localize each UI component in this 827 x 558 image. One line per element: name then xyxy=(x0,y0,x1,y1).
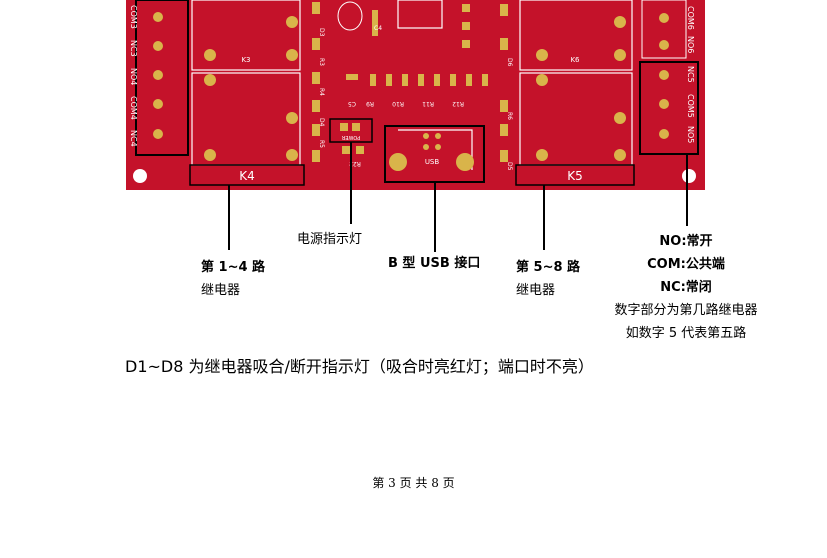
term-no4: NO4 xyxy=(129,68,138,85)
mount-hole-right xyxy=(682,169,696,183)
right-terminal-top xyxy=(641,0,687,59)
pcb-board-image: COM3 NC3 NO4 COM4 NC4 K3 K4 D3 R3 R4 D4 … xyxy=(126,0,705,190)
term-com3: COM3 xyxy=(129,5,138,29)
label-relays-1-4-line2: 继电器 xyxy=(201,283,241,298)
pcb-board xyxy=(126,0,705,190)
leader-usb xyxy=(434,182,436,252)
label-relays-1-4: 第 1~4 路 继电器 xyxy=(201,256,265,302)
leader-terminals xyxy=(686,154,688,226)
svg-text:R10: R10 xyxy=(392,100,404,107)
label-usb-port: B 型 USB 接口 xyxy=(388,256,481,271)
term-com5: COM5 xyxy=(686,94,695,118)
svg-text:R12: R12 xyxy=(452,100,464,107)
relay-k6-silk: K6 xyxy=(570,56,580,64)
power-silk: POWER xyxy=(341,134,360,140)
relay-k4-label-box xyxy=(189,164,305,186)
term-com6: COM6 xyxy=(686,6,695,30)
term-com4: COM4 xyxy=(129,96,138,120)
svg-text:R6: R6 xyxy=(506,112,513,120)
led-indicator-note: D1~D8 为继电器吸合/断开指示灯（吸合时亮红灯；端口时不亮） xyxy=(125,357,594,376)
legend-note1: 数字部分为第几路继电器 xyxy=(614,303,758,318)
usb-silk: USB xyxy=(425,158,440,166)
relay-k5-label-box xyxy=(515,164,635,186)
svg-text:C4: C4 xyxy=(374,25,382,32)
svg-text:R5: R5 xyxy=(318,140,325,148)
left-terminal-pads xyxy=(153,12,163,139)
svg-text:R11: R11 xyxy=(422,100,434,107)
leader-power-led xyxy=(350,142,352,224)
relay-k6-outline xyxy=(519,0,633,71)
svg-text:R3: R3 xyxy=(318,58,325,66)
page-footer: 第 3 页 共 8 页 xyxy=(372,476,455,490)
svg-text:D3: D3 xyxy=(318,28,325,37)
legend-com: COM:公共端 xyxy=(647,257,725,272)
chip xyxy=(397,0,443,29)
terminal-legend: NO:常开 COM:公共端 NC:常闭 数字部分为第几路继电器 如数字 5 代表… xyxy=(586,230,786,345)
legend-nc: NC:常闭 xyxy=(660,280,712,295)
term-nc5: NC5 xyxy=(686,66,695,83)
svg-text:R22: R22 xyxy=(349,160,361,167)
label-power-led: 电源指示灯 xyxy=(297,232,363,247)
mount-hole-left xyxy=(133,169,147,183)
svg-text:D5: D5 xyxy=(506,162,513,171)
svg-text:D4: D4 xyxy=(318,118,325,127)
svg-text:R4: R4 xyxy=(318,88,325,96)
leader-relays-1-4 xyxy=(228,185,230,250)
right-terminal-block xyxy=(639,61,699,155)
svg-text:R9: R9 xyxy=(366,100,374,107)
label-relays-5-8-line1: 第 5~8 路 xyxy=(516,260,581,275)
relay-k3-silk: K3 xyxy=(241,56,250,64)
svg-text:C5: C5 xyxy=(348,100,356,107)
term-nc3: NC3 xyxy=(129,40,138,57)
left-terminal-labels: COM3 NC3 NO4 COM4 NC4 xyxy=(129,5,138,147)
svg-text:D6: D6 xyxy=(506,58,513,67)
term-no5: NO5 xyxy=(686,126,695,143)
relay-k3-outline xyxy=(191,0,301,71)
legend-no: NO:常开 xyxy=(659,234,713,249)
term-no6: NO6 xyxy=(686,36,695,53)
left-terminal-block xyxy=(135,0,189,156)
label-relays-5-8: 第 5~8 路 继电器 xyxy=(516,256,580,302)
legend-note2: 如数字 5 代表第五路 xyxy=(625,326,747,341)
label-relays-1-4-line1: 第 1~4 路 xyxy=(201,260,266,275)
relay-k4-label: K4 xyxy=(239,169,255,183)
label-relays-5-8-line2: 继电器 xyxy=(516,283,556,298)
relay-k5-label: K5 xyxy=(567,169,583,183)
term-nc4: NC4 xyxy=(129,130,138,147)
leader-relays-5-8 xyxy=(543,185,545,250)
